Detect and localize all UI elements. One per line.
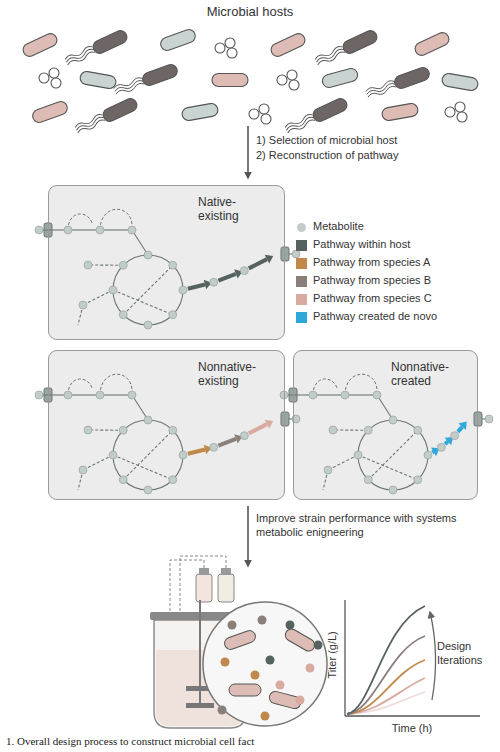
legend-swatch — [296, 258, 307, 269]
legend-text: Pathway from species A — [313, 256, 430, 269]
legend-text: Metabolite — [313, 220, 364, 233]
cell-fill — [48, 350, 285, 500]
process-arrow — [247, 126, 249, 178]
section-title: Microbial hosts — [150, 4, 350, 20]
step-label: 2) Reconstruction of pathway — [256, 149, 486, 163]
step-label: Improve strain performance with systems … — [256, 512, 461, 540]
legend-text: Pathway within host — [313, 238, 410, 251]
cell-fill — [293, 350, 478, 500]
legend-swatch — [296, 240, 307, 251]
chart-annotation: Design Iterations — [437, 640, 497, 668]
step-label: 1) Selection of microbial host — [256, 134, 486, 148]
bioreactor — [150, 556, 327, 728]
legend-text: Pathway from species B — [313, 274, 431, 287]
cell-fill — [48, 185, 285, 340]
cell-label: Nonnative-created — [391, 361, 469, 389]
metabolic-network — [35, 209, 493, 494]
cell-box: Nonnative-created — [293, 350, 478, 500]
legend-swatch — [297, 223, 306, 232]
legend-text: Pathway from species C — [313, 292, 432, 305]
microbe-illustration — [21, 28, 479, 136]
figure-caption: 1. Overall design process to construct m… — [6, 735, 254, 747]
legend-swatch — [296, 294, 307, 305]
process-arrow — [247, 506, 249, 566]
axis-label: Time (h) — [372, 722, 452, 736]
cell-box: Nonnative-existing — [48, 350, 285, 500]
cell-box: Native-existing — [48, 185, 285, 340]
legend-swatch — [296, 312, 307, 323]
legend-swatch — [296, 276, 307, 287]
legend-text: Pathway created de novo — [313, 310, 437, 323]
cell-label: Nonnative-existing — [198, 361, 276, 389]
cell-label: Native-existing — [198, 196, 276, 224]
axis-label: Titer (g/L) — [326, 615, 340, 695]
